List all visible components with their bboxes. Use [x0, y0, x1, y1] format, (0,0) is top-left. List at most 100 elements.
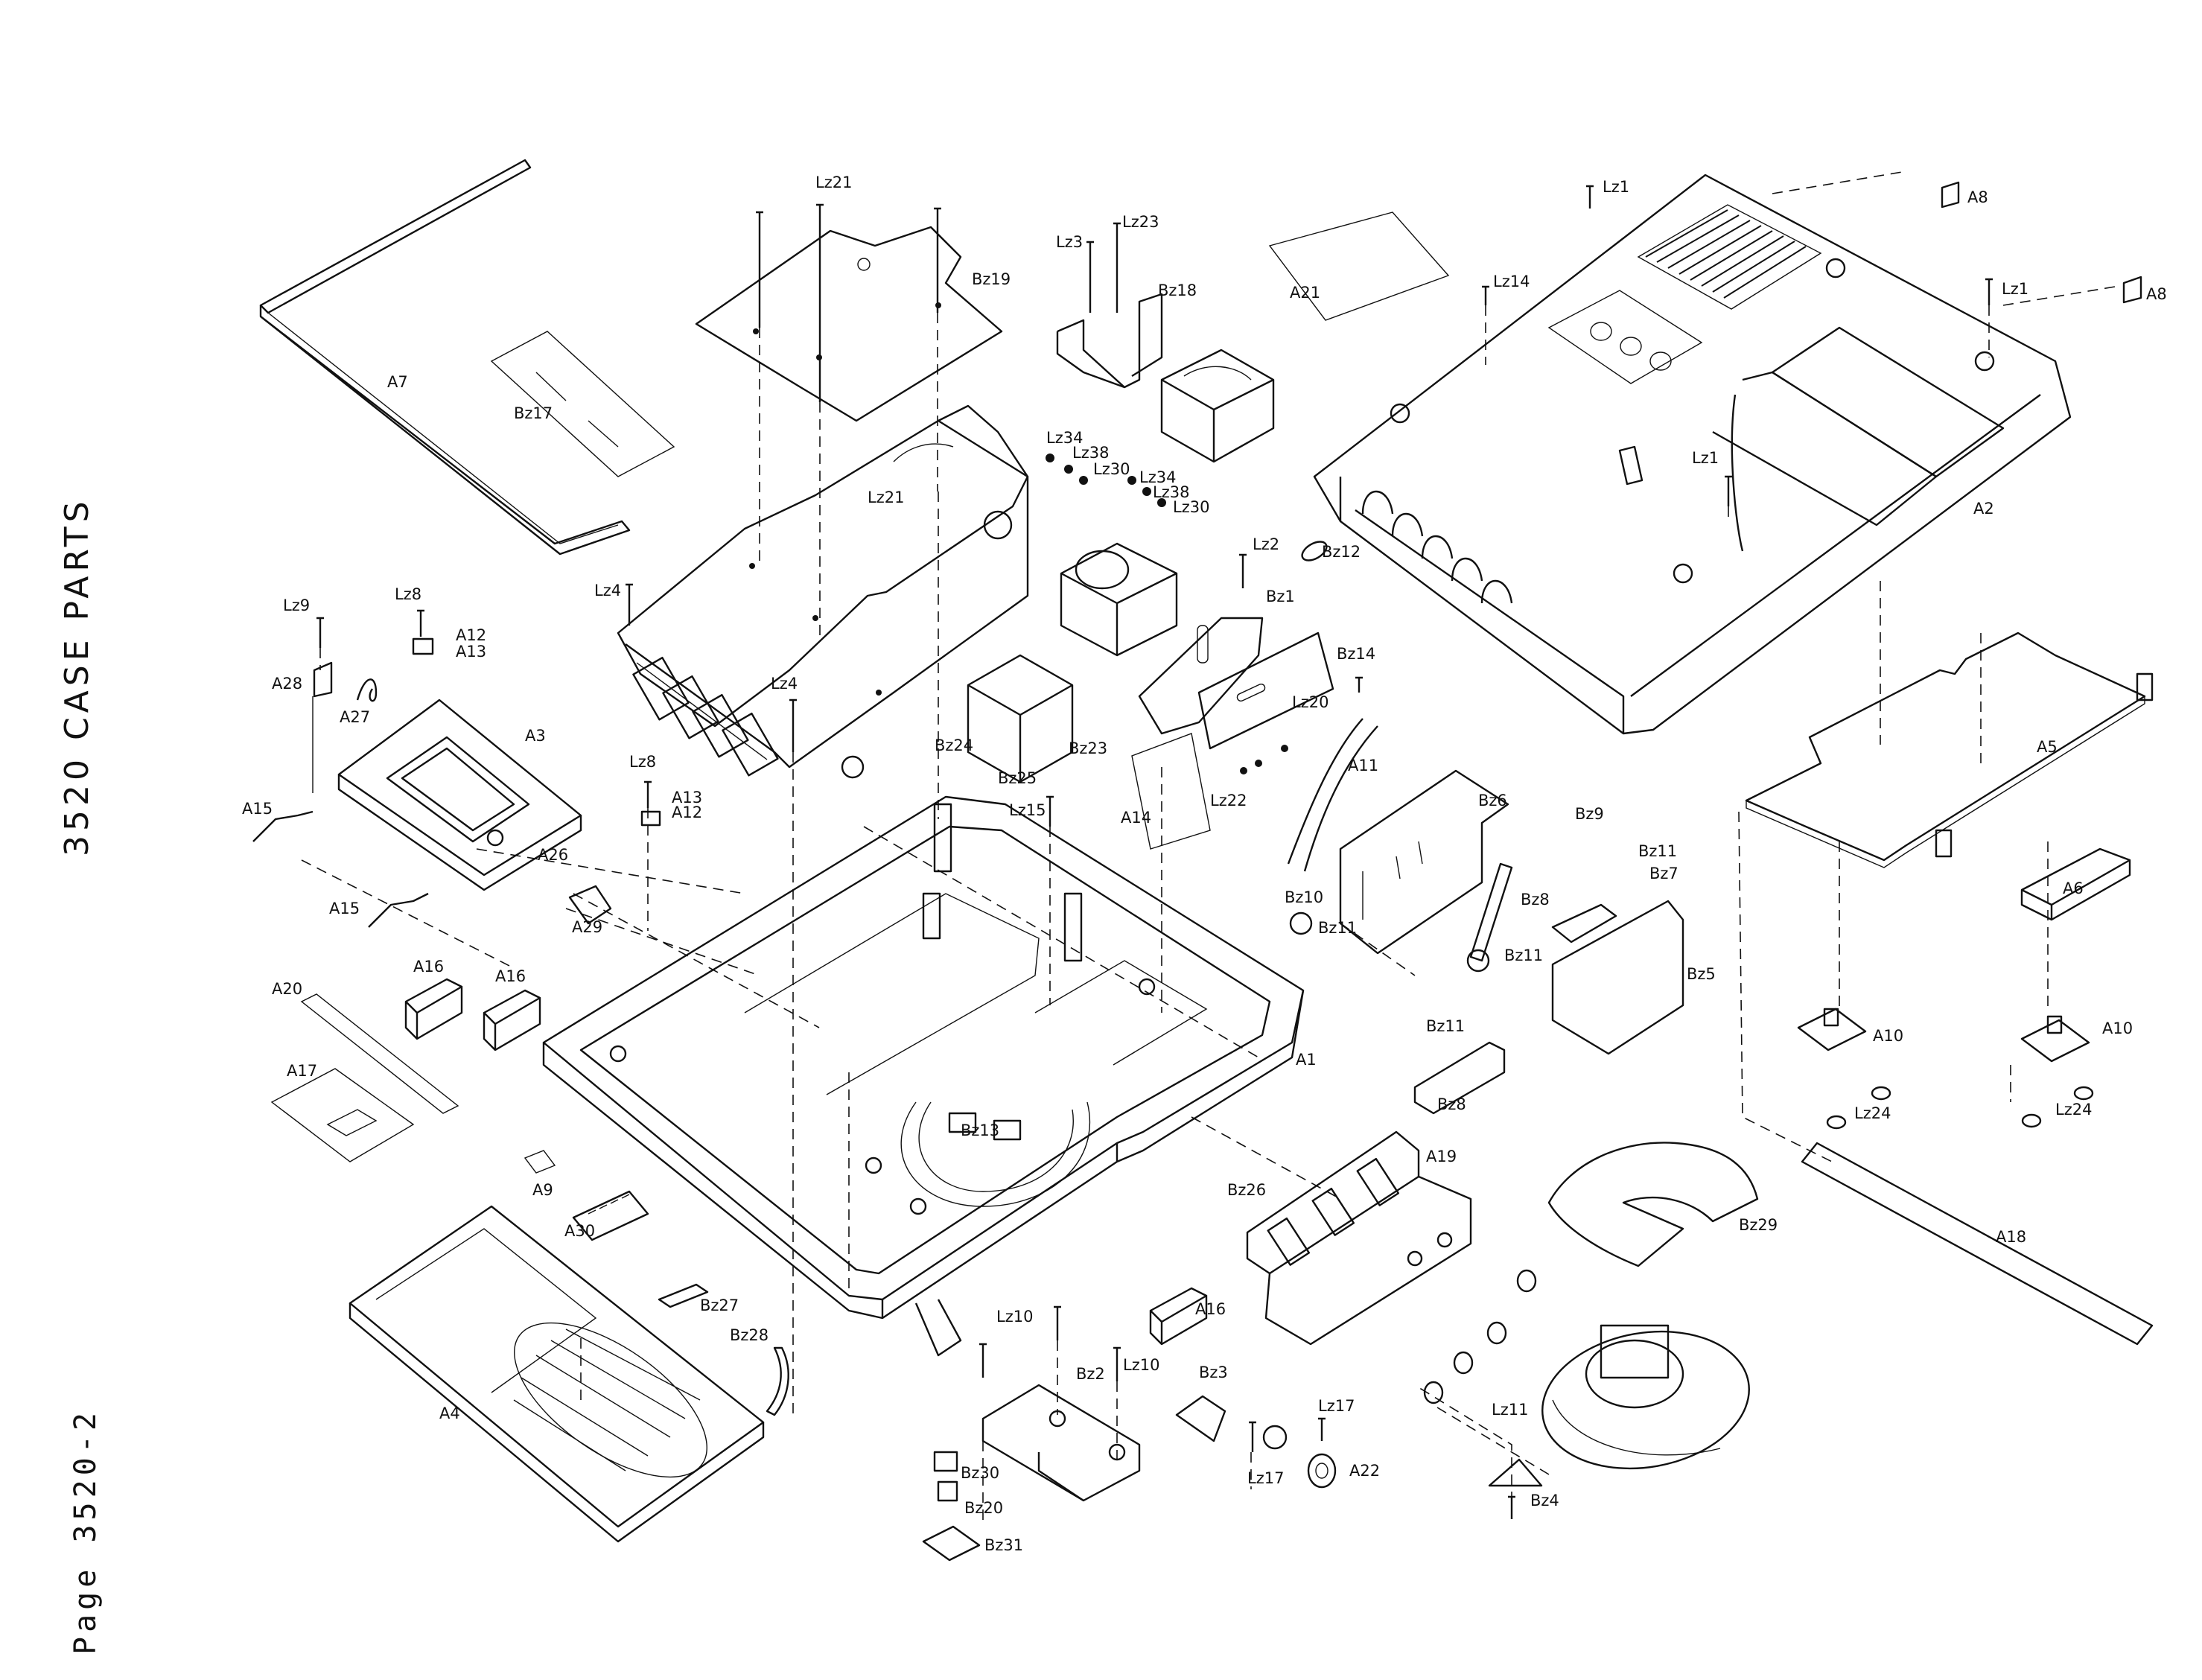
part-a2-top-case — [1313, 174, 2072, 735]
label-bz4: Bz4 — [1530, 1492, 1559, 1509]
part-a22-gear — [1307, 1453, 1337, 1489]
part-a4-grille — [349, 1205, 765, 1543]
label-a7: A7 — [387, 373, 408, 391]
label-bz30: Bz30 — [961, 1464, 999, 1482]
part-a1-bottom-case — [542, 795, 1305, 1357]
part-a3-holder — [337, 699, 582, 891]
label-a14: A14 — [1121, 809, 1151, 827]
label-a15a: A15 — [242, 800, 273, 818]
part-speaker — [1541, 1324, 1750, 1470]
label-bz12: Bz12 — [1322, 543, 1361, 561]
label-a10b: A10 — [2102, 1019, 2133, 1037]
label-bz5: Bz5 — [1687, 965, 1716, 983]
label-lz24b: Lz24 — [2055, 1101, 2092, 1119]
part-bz1-bracket — [1138, 617, 1264, 735]
part-transformer-upper — [1160, 349, 1275, 463]
part-a15-clips — [252, 810, 429, 928]
part-bz3-bracket — [1175, 1395, 1288, 1450]
part-a14-sheet — [1131, 733, 1211, 850]
label-bz31: Bz31 — [984, 1536, 1023, 1554]
label-lz24a: Lz24 — [1854, 1104, 1891, 1122]
label-bz8b: Bz8 — [1437, 1095, 1466, 1113]
label-a5: A5 — [2037, 738, 2058, 756]
label-a8a: A8 — [1967, 188, 1988, 206]
label-a18: A18 — [1996, 1228, 2026, 1246]
part-a21-sheet — [1268, 211, 1450, 321]
label-lz21a: Lz21 — [815, 174, 852, 191]
part-bz17-sheet — [490, 331, 675, 477]
part-a12-a13-clip — [412, 637, 661, 827]
label-bz6: Bz6 — [1478, 792, 1507, 809]
part-bz27-bz28-parts — [658, 1283, 789, 1416]
label-lz10b: Lz10 — [1123, 1356, 1159, 1374]
label-a16a: A16 — [413, 958, 444, 976]
part-bz8-bracket-lower — [1413, 1041, 1506, 1115]
label-lz20: Lz20 — [1292, 693, 1328, 711]
label-bz14: Bz14 — [1337, 645, 1375, 663]
label-bz20: Bz20 — [964, 1499, 1003, 1517]
part-bz5-bracket — [1551, 900, 1684, 1055]
part-bz10-knob — [1289, 911, 1313, 935]
part-a30-switch — [572, 1190, 649, 1241]
label-a20: A20 — [272, 980, 302, 998]
part-a17-sheet — [270, 1068, 415, 1162]
part-labels: A1 A2 A3 A4 A5 A6 A7 A8 A8 A9 A10 A10 A1… — [242, 174, 2167, 1554]
label-a15b: A15 — [329, 900, 360, 917]
label-lz1a: Lz1 — [1603, 178, 1629, 196]
part-main-board — [617, 404, 1029, 779]
label-bz3: Bz3 — [1199, 1364, 1228, 1381]
label-bz11d: Bz11 — [1426, 1017, 1465, 1035]
label-bz7: Bz7 — [1649, 865, 1678, 882]
label-a13b: A13 — [672, 789, 702, 806]
label-lz34a: Lz34 — [1046, 429, 1083, 447]
label-bz29: Bz29 — [1739, 1216, 1778, 1234]
label-a8b: A8 — [2146, 285, 2167, 303]
part-bz4-clip — [1488, 1458, 1543, 1487]
label-bz11c: Bz11 — [1638, 842, 1677, 860]
label-lz1c: Lz1 — [1692, 449, 1719, 467]
label-a13a: A13 — [456, 643, 486, 661]
label-a19: A19 — [1426, 1148, 1457, 1165]
label-a22: A22 — [1349, 1462, 1380, 1480]
part-a8-clips — [1941, 181, 2142, 304]
part-a5-board — [1745, 631, 2154, 868]
label-bz24: Bz24 — [935, 736, 973, 754]
label-bz13: Bz13 — [961, 1121, 999, 1139]
part-a18-strip — [1801, 1142, 2154, 1346]
label-bz1: Bz1 — [1266, 588, 1295, 605]
part-a9-pad — [524, 1150, 556, 1174]
label-a12a: A12 — [456, 626, 486, 644]
label-a3: A3 — [525, 727, 546, 745]
label-lz2: Lz2 — [1253, 535, 1279, 553]
label-lz38b: Lz38 — [1153, 483, 1189, 501]
label-lz8a: Lz8 — [395, 585, 421, 603]
label-bz25: Bz25 — [998, 769, 1037, 787]
label-a12b: A12 — [672, 804, 702, 821]
label-lz34b: Lz34 — [1139, 468, 1176, 486]
part-a6-block — [2020, 847, 2131, 921]
label-a16c: A16 — [1195, 1300, 1226, 1318]
part-a19-panel — [1246, 1130, 1537, 1404]
label-lz14: Lz14 — [1493, 273, 1530, 290]
part-bz8-lever — [1466, 862, 1513, 973]
part-a10-hinges — [1797, 1008, 2090, 1063]
label-a4: A4 — [439, 1404, 460, 1422]
part-bz19-plate — [695, 226, 1003, 422]
label-a17: A17 — [287, 1062, 317, 1080]
label-lz1b: Lz1 — [2002, 280, 2028, 298]
part-bz18-bracket — [1056, 293, 1163, 389]
part-bz29-speaker-ring — [1547, 1142, 1759, 1267]
assembly-guides — [301, 171, 2116, 1527]
label-lz8b: Lz8 — [629, 753, 656, 771]
label-a9: A9 — [532, 1181, 553, 1199]
label-bz27: Bz27 — [700, 1296, 739, 1314]
label-a29: A29 — [572, 918, 602, 936]
label-bz11a: Bz11 — [1318, 919, 1357, 937]
label-lz38a: Lz38 — [1072, 444, 1109, 462]
label-a6: A6 — [2063, 879, 2084, 897]
label-lz30a: Lz30 — [1093, 460, 1130, 478]
label-bz23: Bz23 — [1069, 739, 1107, 757]
label-bz17: Bz17 — [514, 404, 553, 422]
part-a20-strip — [300, 993, 459, 1114]
